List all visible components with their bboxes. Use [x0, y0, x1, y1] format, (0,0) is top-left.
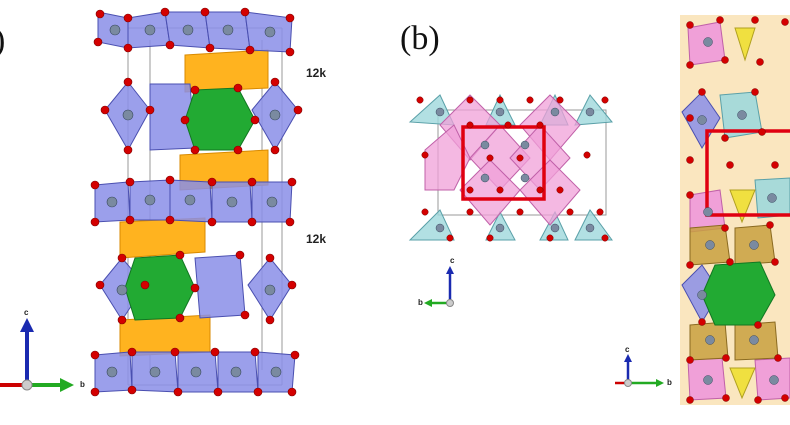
panel-a-label: ): [0, 22, 5, 60]
right-structure: [680, 15, 790, 405]
projection-oxygen-atoms: [416, 96, 609, 242]
axis-label-b: b: [80, 380, 85, 389]
right-oxygen-atoms: [686, 16, 789, 404]
site-label-12k-lower: 12k: [306, 232, 327, 246]
green-polyhedra: [124, 87, 256, 321]
cation-atoms: [106, 24, 282, 378]
oxygen-atoms: [90, 7, 303, 397]
panel-b-label: (b): [400, 20, 440, 57]
axis-triad-b-small: [424, 266, 454, 307]
panel-a-structure: [0, 7, 303, 397]
axis-triad-b-right: [615, 354, 664, 387]
selection-box-right: [705, 129, 790, 217]
site-label-12k-upper: 12k: [306, 66, 327, 80]
axis-label-c: c: [24, 308, 29, 317]
panel-b: (b): [390, 0, 790, 425]
panel-a: ): [0, 0, 390, 425]
axis-label-c-small: c: [450, 256, 455, 265]
axis-triad-a: [0, 318, 74, 392]
axis-label-b-small: b: [418, 298, 423, 307]
selection-box-projection: [461, 125, 546, 201]
axis-label-b-right: b: [667, 378, 672, 387]
panel-b-structure: [408, 15, 790, 405]
axis-label-c-right: c: [625, 345, 630, 354]
projection-cation-atoms: [435, 107, 595, 233]
right-cation-atoms: [697, 37, 779, 385]
